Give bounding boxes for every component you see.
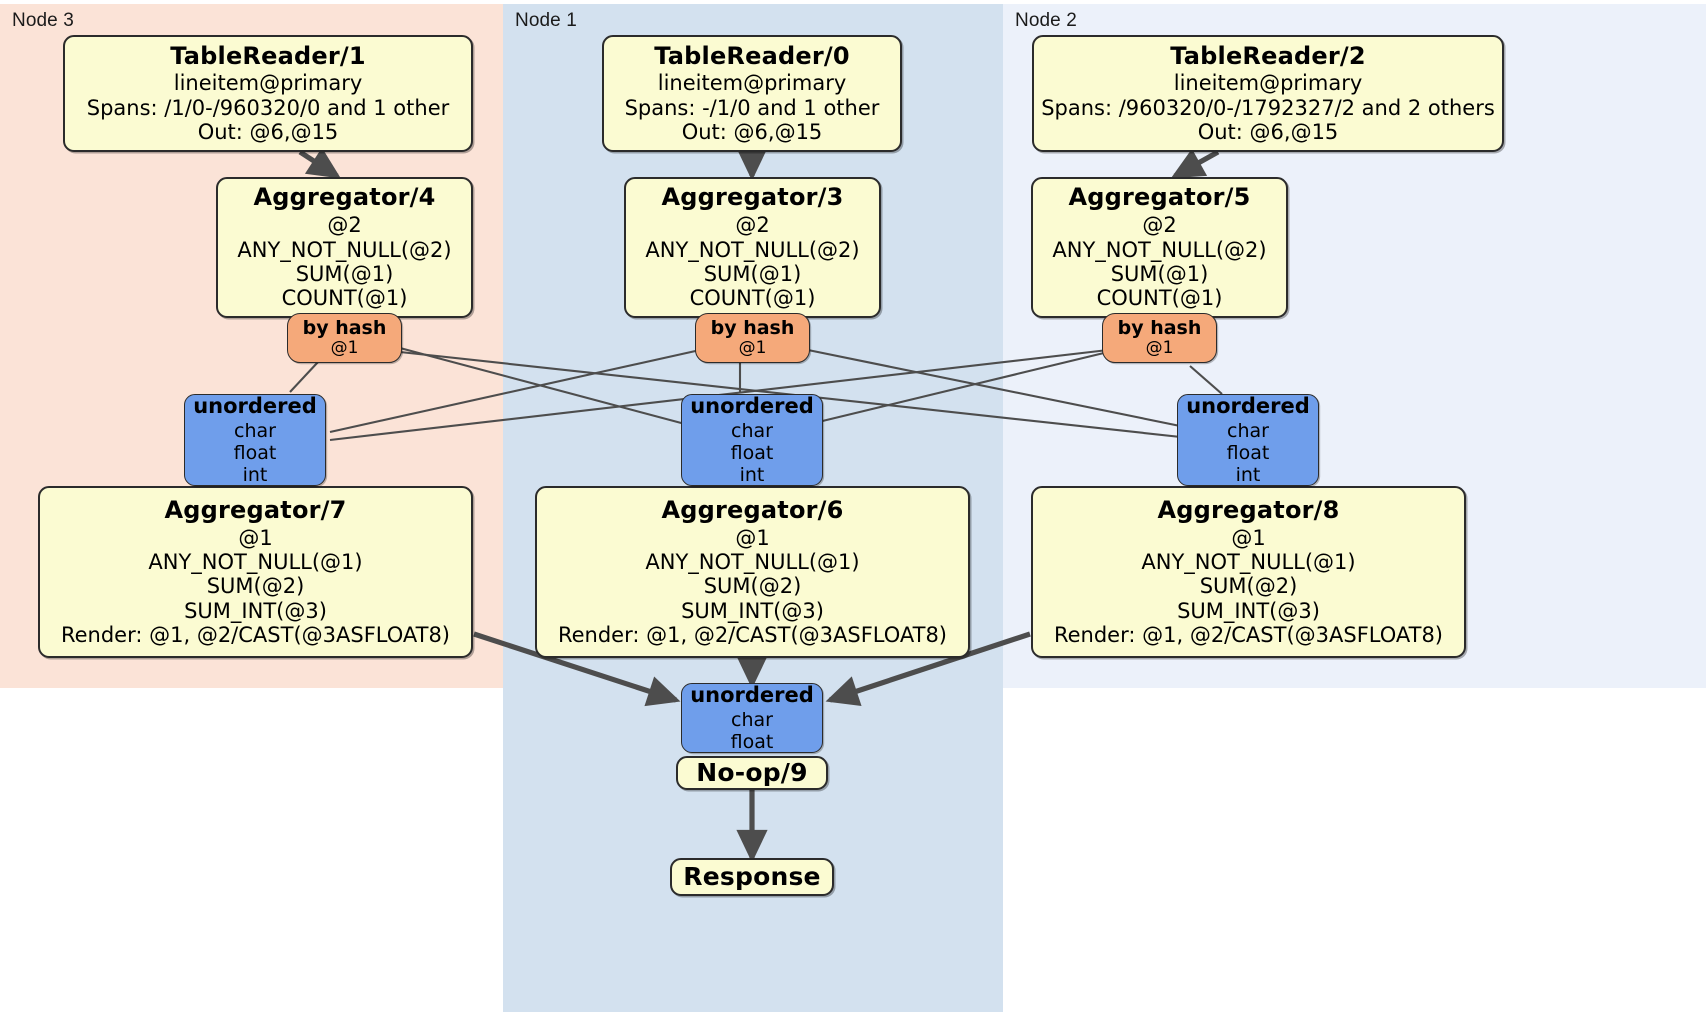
processor-detail-out: Out: @6,@15 — [681, 120, 823, 145]
synchronizer-type-int: int — [739, 463, 765, 486]
processor-noop-9[interactable]: No-op/9 — [676, 756, 828, 790]
processor-aggregator-4[interactable]: Aggregator/4 @2 ANY_NOT_NULL(@2) SUM(@1)… — [216, 177, 473, 318]
processor-detail-spans: Spans: /960320/0-/1792327/2 and 2 others — [1041, 95, 1495, 120]
router-by-hash-node-1[interactable]: by hash @1 — [695, 313, 810, 363]
router-detail-hashcols: @1 — [738, 338, 767, 359]
processor-detail-groupcols: @2 — [327, 213, 362, 238]
processor-detail-groupcols: @1 — [238, 525, 273, 550]
processor-detail-spans: Spans: -/1/0 and 1 other — [624, 95, 880, 120]
processor-title: TableReader/1 — [170, 41, 366, 70]
processor-title: Aggregator/8 — [1157, 495, 1340, 524]
processor-title: Aggregator/3 — [661, 183, 844, 212]
processor-detail-agg2: SUM(@1) — [295, 261, 394, 286]
processor-detail-agg3: SUM_INT(@3) — [184, 598, 327, 623]
processor-aggregator-3[interactable]: Aggregator/3 @2 ANY_NOT_NULL(@2) SUM(@1)… — [624, 177, 881, 318]
synchronizer-title: unordered — [690, 683, 814, 708]
processor-title: Aggregator/4 — [253, 183, 436, 212]
processor-table-reader-1[interactable]: TableReader/1 lineitem@primary Spans: /1… — [63, 35, 473, 152]
synchronizer-unordered-node-1[interactable]: unordered char float int — [681, 394, 823, 486]
panel-node-1-label: Node 1 — [515, 10, 577, 31]
synchronizer-type-char: char — [234, 419, 276, 442]
router-title: by hash — [1117, 317, 1202, 340]
processor-detail-groupcols: @2 — [735, 213, 770, 238]
processor-detail-agg3: COUNT(@1) — [1096, 286, 1223, 311]
synchronizer-unordered-node-3[interactable]: unordered char float int — [184, 394, 326, 486]
processor-detail-agg3: COUNT(@1) — [689, 286, 816, 311]
processor-detail-out: Out: @6,@15 — [1197, 120, 1339, 145]
processor-detail-agg2: SUM(@1) — [703, 261, 802, 286]
processor-detail-out: Out: @6,@15 — [197, 120, 339, 145]
panel-node-2-label: Node 2 — [1015, 10, 1077, 31]
processor-detail-agg1: ANY_NOT_NULL(@2) — [1052, 237, 1267, 262]
processor-detail-render: Render: @1, @2/CAST(@3ASFLOAT8) — [1053, 622, 1444, 647]
synchronizer-type-float: float — [730, 730, 774, 753]
processor-detail-table: lineitem@primary — [1173, 71, 1363, 96]
processor-aggregator-8[interactable]: Aggregator/8 @1 ANY_NOT_NULL(@1) SUM(@2)… — [1031, 486, 1466, 658]
router-detail-hashcols: @1 — [330, 338, 359, 359]
processor-table-reader-0[interactable]: TableReader/0 lineitem@primary Spans: -/… — [602, 35, 902, 152]
router-detail-hashcols: @1 — [1145, 338, 1174, 359]
synchronizer-type-int: int — [242, 463, 268, 486]
processor-detail-table: lineitem@primary — [657, 71, 847, 96]
synchronizer-type-char: char — [731, 419, 773, 442]
processor-detail-agg2: SUM(@2) — [1199, 574, 1298, 599]
processor-detail-table: lineitem@primary — [173, 71, 363, 96]
processor-response[interactable]: Response — [670, 858, 834, 896]
router-title: by hash — [710, 317, 795, 340]
router-by-hash-node-2[interactable]: by hash @1 — [1102, 313, 1217, 363]
processor-detail-groupcols: @1 — [735, 525, 770, 550]
processor-table-reader-2[interactable]: TableReader/2 lineitem@primary Spans: /9… — [1032, 35, 1504, 152]
synchronizer-title: unordered — [193, 394, 317, 419]
processor-detail-render: Render: @1, @2/CAST(@3ASFLOAT8) — [557, 622, 948, 647]
processor-detail-agg1: ANY_NOT_NULL(@1) — [1141, 549, 1356, 574]
synchronizer-type-int: int — [1235, 463, 1261, 486]
synchronizer-title: unordered — [690, 394, 814, 419]
processor-title: Aggregator/5 — [1068, 183, 1251, 212]
synchronizer-type-char: char — [731, 708, 773, 731]
synchronizer-type-float: float — [233, 441, 277, 464]
processor-detail-spans: Spans: /1/0-/960320/0 and 1 other — [86, 95, 450, 120]
processor-detail-agg1: ANY_NOT_NULL(@2) — [645, 237, 860, 262]
router-by-hash-node-3[interactable]: by hash @1 — [287, 313, 402, 363]
processor-title: Aggregator/6 — [661, 495, 844, 524]
processor-detail-agg1: ANY_NOT_NULL(@1) — [148, 549, 363, 574]
processor-detail-agg3: SUM_INT(@3) — [1177, 598, 1320, 623]
router-title: by hash — [302, 317, 387, 340]
processor-title: Response — [683, 862, 821, 891]
processor-title: Aggregator/7 — [164, 495, 347, 524]
panel-node-3-label: Node 3 — [12, 10, 74, 31]
processor-detail-agg1: ANY_NOT_NULL(@2) — [237, 237, 452, 262]
processor-aggregator-5[interactable]: Aggregator/5 @2 ANY_NOT_NULL(@2) SUM(@1)… — [1031, 177, 1288, 318]
synchronizer-type-char: char — [1227, 419, 1269, 442]
processor-detail-agg3: SUM_INT(@3) — [681, 598, 824, 623]
processor-title: TableReader/2 — [1170, 41, 1366, 70]
processor-aggregator-6[interactable]: Aggregator/6 @1 ANY_NOT_NULL(@1) SUM(@2)… — [535, 486, 970, 658]
synchronizer-type-float: float — [730, 441, 774, 464]
processor-detail-groupcols: @2 — [1142, 213, 1177, 238]
processor-title: TableReader/0 — [654, 41, 850, 70]
synchronizer-type-float: float — [1226, 441, 1270, 464]
processor-detail-agg2: SUM(@1) — [1110, 261, 1209, 286]
synchronizer-unordered-node-2[interactable]: unordered char float int — [1177, 394, 1319, 486]
synchronizer-unordered-final[interactable]: unordered char float — [681, 683, 823, 753]
processor-title: No-op/9 — [696, 758, 808, 787]
processor-detail-render: Render: @1, @2/CAST(@3ASFLOAT8) — [60, 622, 451, 647]
processor-detail-agg1: ANY_NOT_NULL(@1) — [645, 549, 860, 574]
processor-detail-agg3: COUNT(@1) — [281, 286, 408, 311]
processor-aggregator-7[interactable]: Aggregator/7 @1 ANY_NOT_NULL(@1) SUM(@2)… — [38, 486, 473, 658]
processor-detail-agg2: SUM(@2) — [703, 574, 802, 599]
processor-detail-agg2: SUM(@2) — [206, 574, 305, 599]
processor-detail-groupcols: @1 — [1231, 525, 1266, 550]
synchronizer-title: unordered — [1186, 394, 1310, 419]
